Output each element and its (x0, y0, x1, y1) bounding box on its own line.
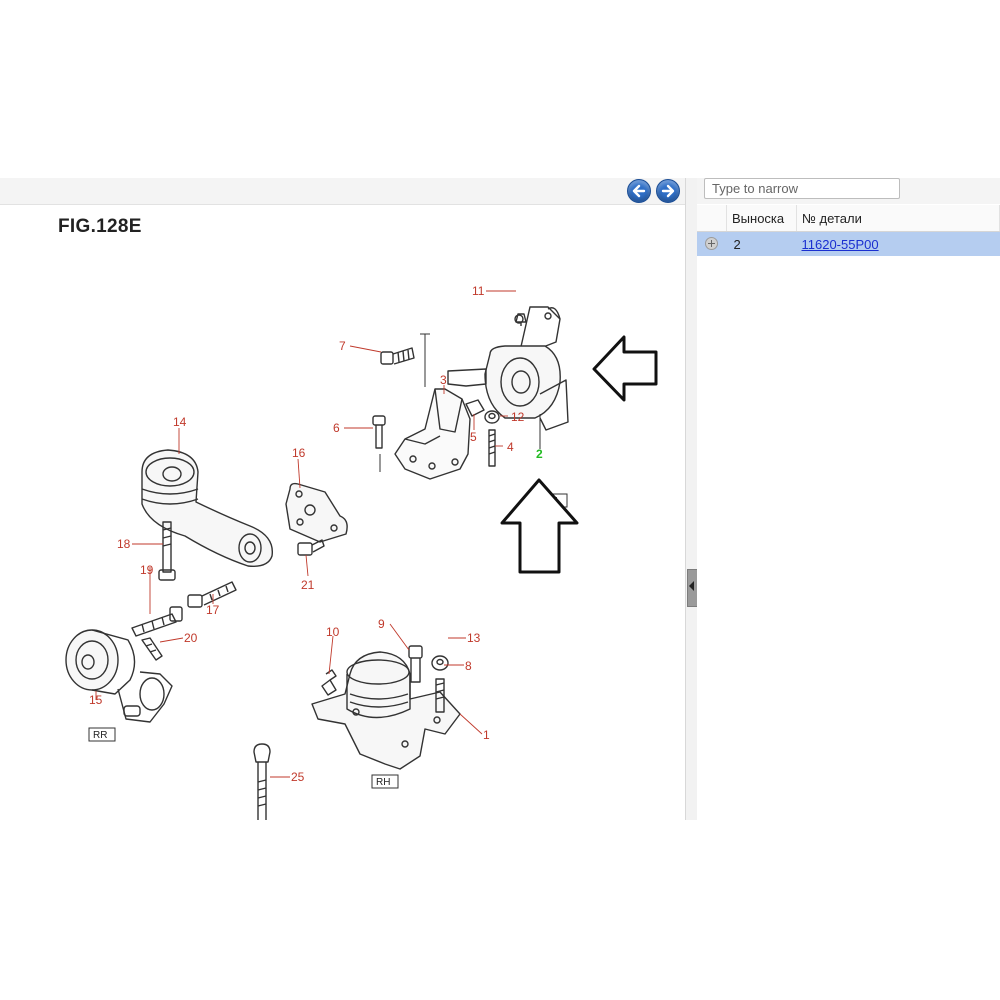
stud-4[interactable] (488, 429, 496, 467)
chevron-left-icon (689, 581, 694, 591)
expand-plus-icon[interactable] (705, 237, 718, 250)
rh-engine-mount[interactable] (311, 651, 461, 770)
tag-rh: RH (376, 777, 390, 788)
table-header-row: Выноска № детали (697, 205, 1000, 232)
part-number-link[interactable]: 11620-55P00 (801, 236, 879, 252)
callout-7[interactable]: 7 (339, 339, 346, 353)
arrow-right-icon (661, 184, 675, 198)
callout-25[interactable]: 25 (291, 770, 305, 784)
callout-15[interactable]: 15 (89, 693, 103, 707)
callout-4[interactable]: 4 (507, 440, 514, 454)
callout-12[interactable]: 12 (511, 410, 525, 424)
tag-rr: RR (93, 730, 107, 741)
callout-1[interactable]: 1 (483, 728, 490, 742)
bolt-11[interactable] (515, 313, 527, 326)
callout-3[interactable]: 3 (440, 373, 447, 387)
mount-clip[interactable] (465, 399, 485, 417)
nut-13[interactable] (431, 655, 449, 671)
callout-18[interactable]: 18 (117, 537, 131, 551)
back-button[interactable] (627, 179, 651, 203)
mount-bracket[interactable] (394, 368, 487, 480)
engine-mount-upper[interactable] (484, 306, 569, 431)
arrow-left-icon (632, 184, 646, 198)
callout-19[interactable]: 19 (140, 563, 154, 577)
callout-10[interactable]: 10 (326, 625, 340, 639)
diagram-toolbar (0, 178, 685, 205)
torque-rod[interactable] (141, 449, 274, 567)
header-expand-column (697, 205, 727, 232)
parts-catalog-window: FIG.128E (0, 178, 1000, 820)
arrow-up-icon (500, 478, 579, 574)
callout-6[interactable]: 6 (333, 421, 340, 435)
row-part-number-cell: 11620-55P00 (796, 231, 1000, 256)
callout-8[interactable]: 8 (465, 659, 472, 673)
bolt-19[interactable] (131, 606, 183, 637)
bolt-17[interactable] (187, 581, 237, 608)
row-expand-cell[interactable] (697, 231, 727, 256)
bolt-9[interactable] (408, 645, 423, 683)
narrow-search-input[interactable] (704, 178, 900, 199)
header-callout[interactable]: Выноска (726, 205, 797, 232)
callout-17[interactable]: 17 (206, 603, 220, 617)
callout-14[interactable]: 14 (173, 415, 187, 429)
callout-16[interactable]: 16 (292, 446, 306, 460)
bolt-21[interactable] (297, 539, 325, 556)
bolt-18[interactable] (158, 521, 176, 581)
bolt-6[interactable] (372, 415, 386, 449)
exploded-parts-diagram: 11 7 3 6 12 5 4 14 16 18 19 17 20 15 21 … (65, 284, 658, 820)
parts-list-pane: Выноска № детали 2 11620-55P00 (697, 178, 1000, 820)
table-row[interactable]: 2 11620-55P00 (697, 231, 1000, 256)
stud-8[interactable] (435, 678, 445, 713)
bolt-7[interactable] (380, 347, 415, 365)
arrow-left-pointer-icon (592, 335, 658, 402)
figure-title: FIG.128E (58, 216, 142, 237)
rear-mount[interactable] (65, 629, 173, 723)
parts-table: Выноска № детали 2 11620-55P00 (697, 205, 1000, 256)
callout-11[interactable]: 11 (472, 284, 485, 298)
mount-plate[interactable] (285, 482, 348, 543)
header-part-number[interactable]: № детали (796, 205, 1000, 232)
forward-button[interactable] (656, 179, 680, 203)
callout-2-highlighted[interactable]: 2 (536, 447, 543, 461)
diagram-pane: FIG.128E (0, 178, 685, 820)
filter-bar (697, 178, 1000, 204)
bolt-25[interactable] (253, 743, 271, 820)
callout-20[interactable]: 20 (184, 631, 198, 645)
row-callout: 2 (726, 231, 797, 256)
callout-9[interactable]: 9 (378, 617, 385, 631)
callout-13[interactable]: 13 (467, 631, 481, 645)
callout-21[interactable]: 21 (301, 578, 315, 592)
bolt-20[interactable] (141, 637, 163, 661)
nut-12[interactable] (484, 410, 500, 424)
callout-5[interactable]: 5 (470, 430, 477, 444)
